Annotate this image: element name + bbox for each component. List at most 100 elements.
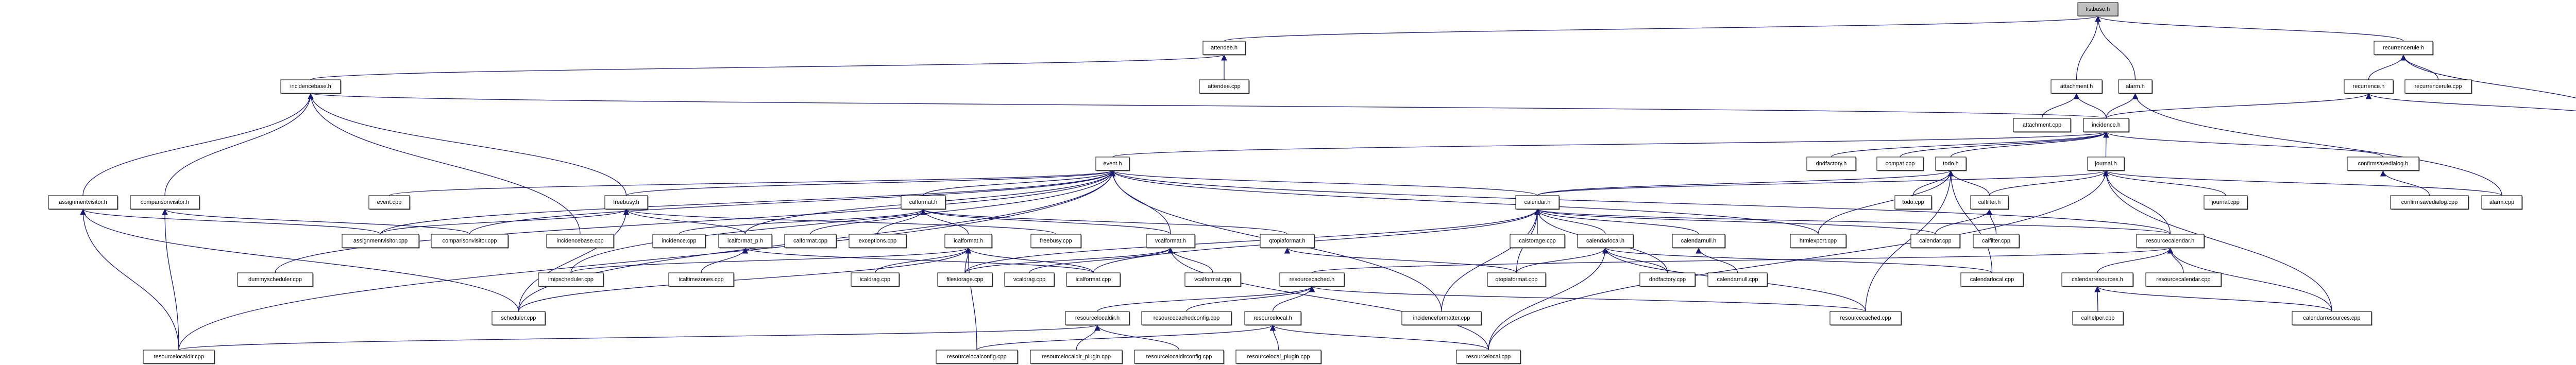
edge-resourcelocaldirconfig-cpp-to-resourcelocaldir-h [1094, 324, 1180, 351]
node-calendarresources-h[interactable]: calendarresources.h [2061, 272, 2134, 287]
node-box [1510, 234, 1565, 248]
node-exceptions-cpp[interactable]: exceptions.cpp [849, 234, 907, 249]
node-confirmsavedialog-cpp[interactable]: confirmsavedialog.cpp [2390, 195, 2469, 210]
node-box [2061, 272, 2133, 287]
node-resourcelocal-h[interactable]: resourcelocal.h [1244, 311, 1302, 326]
node-calformat-cpp[interactable]: calformat.cpp [784, 234, 837, 249]
node-incidencebase-h[interactable]: incidencebase.h [280, 79, 342, 94]
node-alarm-h[interactable]: alarm.h [2118, 79, 2153, 94]
node-calendarresources-cpp[interactable]: calendarresources.cpp [2292, 311, 2372, 326]
node-alarm-cpp[interactable]: alarm.cpp [2481, 195, 2523, 210]
edge-scheduler-cpp-to-icalformat-h [518, 247, 972, 312]
node-journal-h[interactable]: journal.h [2087, 157, 2125, 171]
node-icaltimezones-cpp[interactable]: icaltimezones.cpp [668, 272, 735, 287]
node-vcalformat-cpp[interactable]: vcalformat.cpp [1184, 272, 1242, 287]
node-comparisonvisitor-h[interactable]: comparisonvisitor.h [130, 195, 200, 210]
edge-event-h-to-incidence-h [1112, 131, 2109, 158]
node-label: incidence.h [2092, 122, 2121, 128]
node-icalformat-p-h[interactable]: icalformat_p.h [718, 234, 773, 249]
edge-freebusy-h-to-event-h [625, 170, 1115, 196]
node-assignmentvisitor-cpp[interactable]: assignmentvisitor.cpp [342, 234, 420, 249]
node-label: freebusy.h [613, 199, 639, 205]
node-resourcelocaldir-plugin-cpp[interactable]: resourcelocaldir_plugin.cpp [1030, 350, 1123, 364]
node-dndfactory-h[interactable]: dndfactory.h [1806, 157, 1857, 171]
node-htmlexport-cpp[interactable]: htmlexport.cpp [1790, 234, 1847, 249]
node-comparisonvisitor-cpp[interactable]: comparisonvisitor.cpp [431, 234, 509, 249]
node-recurrencerule-cpp[interactable]: recurrencerule.cpp [2404, 79, 2472, 94]
node-event-cpp[interactable]: event.cpp [368, 195, 411, 210]
node-assignmentvisitor-h[interactable]: assignmentvisitor.h [48, 195, 118, 210]
node-icalformat-cpp[interactable]: icalformat.cpp [1066, 272, 1121, 287]
node-box [1960, 272, 2024, 287]
node-recurrencerule-h[interactable]: recurrencerule.h [2374, 41, 2434, 56]
node-qtopiaformat-h[interactable]: qtopiaformat.h [1260, 234, 1315, 249]
node-dummyscheduler-cpp[interactable]: dummyscheduler.cpp [237, 272, 314, 287]
node-calendarnull-h[interactable]: calendarnull.h [1672, 234, 1726, 249]
node-calendar-h[interactable]: calendar.h [1515, 195, 1560, 210]
node-freebusy-cpp[interactable]: freebusy.cpp [1030, 234, 1082, 249]
node-todo-h[interactable]: todo.h [1935, 157, 1967, 171]
edge-calendar-h-to-journal-h [1537, 170, 2109, 196]
node-resourcelocaldir-h[interactable]: resourcelocaldir.h [1065, 311, 1130, 326]
node-journal-cpp[interactable]: journal.cpp [2204, 195, 2248, 210]
node-incidence-h[interactable]: incidence.h [2083, 118, 2130, 133]
node-resourcecachedconfig-cpp[interactable]: resourcecachedconfig.cpp [1141, 311, 1232, 326]
node-calfilter-cpp[interactable]: calfilter.cpp [1973, 234, 2020, 249]
edge-htmlexport-cpp-to-event-h [1109, 170, 1819, 235]
node-box [1146, 234, 1195, 248]
node-event-h[interactable]: event.h [1095, 157, 1130, 171]
node-calstorage-cpp[interactable]: calstorage.cpp [1510, 234, 1566, 249]
node-icalformat-h[interactable]: icalformat.h [944, 234, 993, 249]
node-qtopiaformat-cpp[interactable]: qtopiaformat.cpp [1487, 272, 1547, 287]
node-attendee-cpp[interactable]: attendee.cpp [1199, 79, 1250, 94]
node-attachment-cpp[interactable]: attachment.cpp [2013, 118, 2072, 133]
node-scheduler-cpp[interactable]: scheduler.cpp [492, 311, 546, 326]
node-calendar-cpp[interactable]: calendar.cpp [1910, 234, 1961, 249]
node-dndfactory-cpp[interactable]: dndfactory.cpp [1639, 272, 1696, 287]
node-label: resourcecalendar.h [2146, 238, 2195, 244]
node-filestorage-cpp[interactable]: filestorage.cpp [937, 272, 993, 287]
node-vcalformat-h[interactable]: vcalformat.h [1146, 234, 1196, 249]
node-resourcecached-cpp[interactable]: resourcecached.cpp [1829, 311, 1902, 326]
node-calhelper-cpp[interactable]: calhelper.cpp [2072, 311, 2124, 326]
node-todo-cpp[interactable]: todo.cpp [1894, 195, 1933, 210]
node-label: todo.h [1943, 161, 1959, 167]
node-label: vcaldrag.cpp [1013, 276, 1045, 283]
node-listbase-h[interactable]: listbase.h [2077, 2, 2119, 17]
node-layer: listbase.h attendee.h recurrencerule.h inci… [48, 2, 2523, 364]
node-vcaldrag-cpp[interactable]: vcaldrag.cpp [1004, 272, 1055, 287]
edge-calendar-h-to-event-h [1110, 170, 1538, 196]
node-recurrence-h[interactable]: recurrence.h [2344, 79, 2394, 94]
node-imipscheduler-cpp[interactable]: imipscheduler.cpp [538, 272, 604, 287]
node-attendee-h[interactable]: attendee.h [1202, 41, 1246, 56]
edge-filestorage-cpp-to-calendar-h [964, 208, 1540, 273]
node-box [2013, 118, 2071, 132]
node-confirmsavedialog-h[interactable]: confirmsavedialog.h [2347, 157, 2420, 171]
node-calendarnull-cpp[interactable]: calendarnull.cpp [1707, 272, 1768, 287]
node-calendarlocal-h[interactable]: calendarlocal.h [1577, 234, 1634, 249]
node-calendarlocal-cpp[interactable]: calendarlocal.cpp [1960, 272, 2024, 287]
node-box [1030, 234, 1081, 248]
node-resourcelocalconfig-cpp[interactable]: resourcelocalconfig.cpp [936, 350, 1019, 364]
node-freebusy-h[interactable]: freebusy.h [604, 195, 649, 210]
node-resourcecalendar-cpp[interactable]: resourcecalendar.cpp [2145, 272, 2222, 287]
node-attachment-h[interactable]: attachment.h [2050, 79, 2103, 94]
node-resourcelocaldirconfig-cpp[interactable]: resourcelocaldirconfig.cpp [1134, 350, 1225, 364]
node-calfilter-h[interactable]: calfilter.h [1970, 195, 2009, 210]
node-label: resourcelocaldir.h [1075, 315, 1120, 321]
node-compat-cpp[interactable]: compat.cpp [1876, 157, 1924, 171]
node-incidenceformatter-cpp[interactable]: incidenceformatter.cpp [1401, 311, 1482, 326]
node-box [1244, 311, 1301, 325]
node-resourcelocaldir-cpp[interactable]: resourcelocaldir.cpp [143, 350, 215, 364]
node-resourcecalendar-h[interactable]: resourcecalendar.h [2136, 234, 2205, 249]
edge-calendar-cpp-to-calfilter-h [1935, 208, 1993, 235]
node-resourcelocal-cpp[interactable]: resourcelocal.cpp [1456, 350, 1521, 364]
node-incidencebase-cpp[interactable]: incidencebase.cpp [546, 234, 615, 249]
node-calformat-h[interactable]: calformat.h [901, 195, 946, 210]
node-incidence-cpp[interactable]: incidence.cpp [652, 234, 706, 249]
node-icaldrag-cpp[interactable]: icaldrag.cpp [851, 272, 900, 287]
node-resourcecached-h[interactable]: resourcecached.h [1279, 272, 1345, 287]
node-resourcelocal-plugin-cpp[interactable]: resourcelocal_plugin.cpp [1235, 350, 1322, 364]
edge-recurrence-h-to-recurrencerule-h [2368, 54, 2406, 80]
